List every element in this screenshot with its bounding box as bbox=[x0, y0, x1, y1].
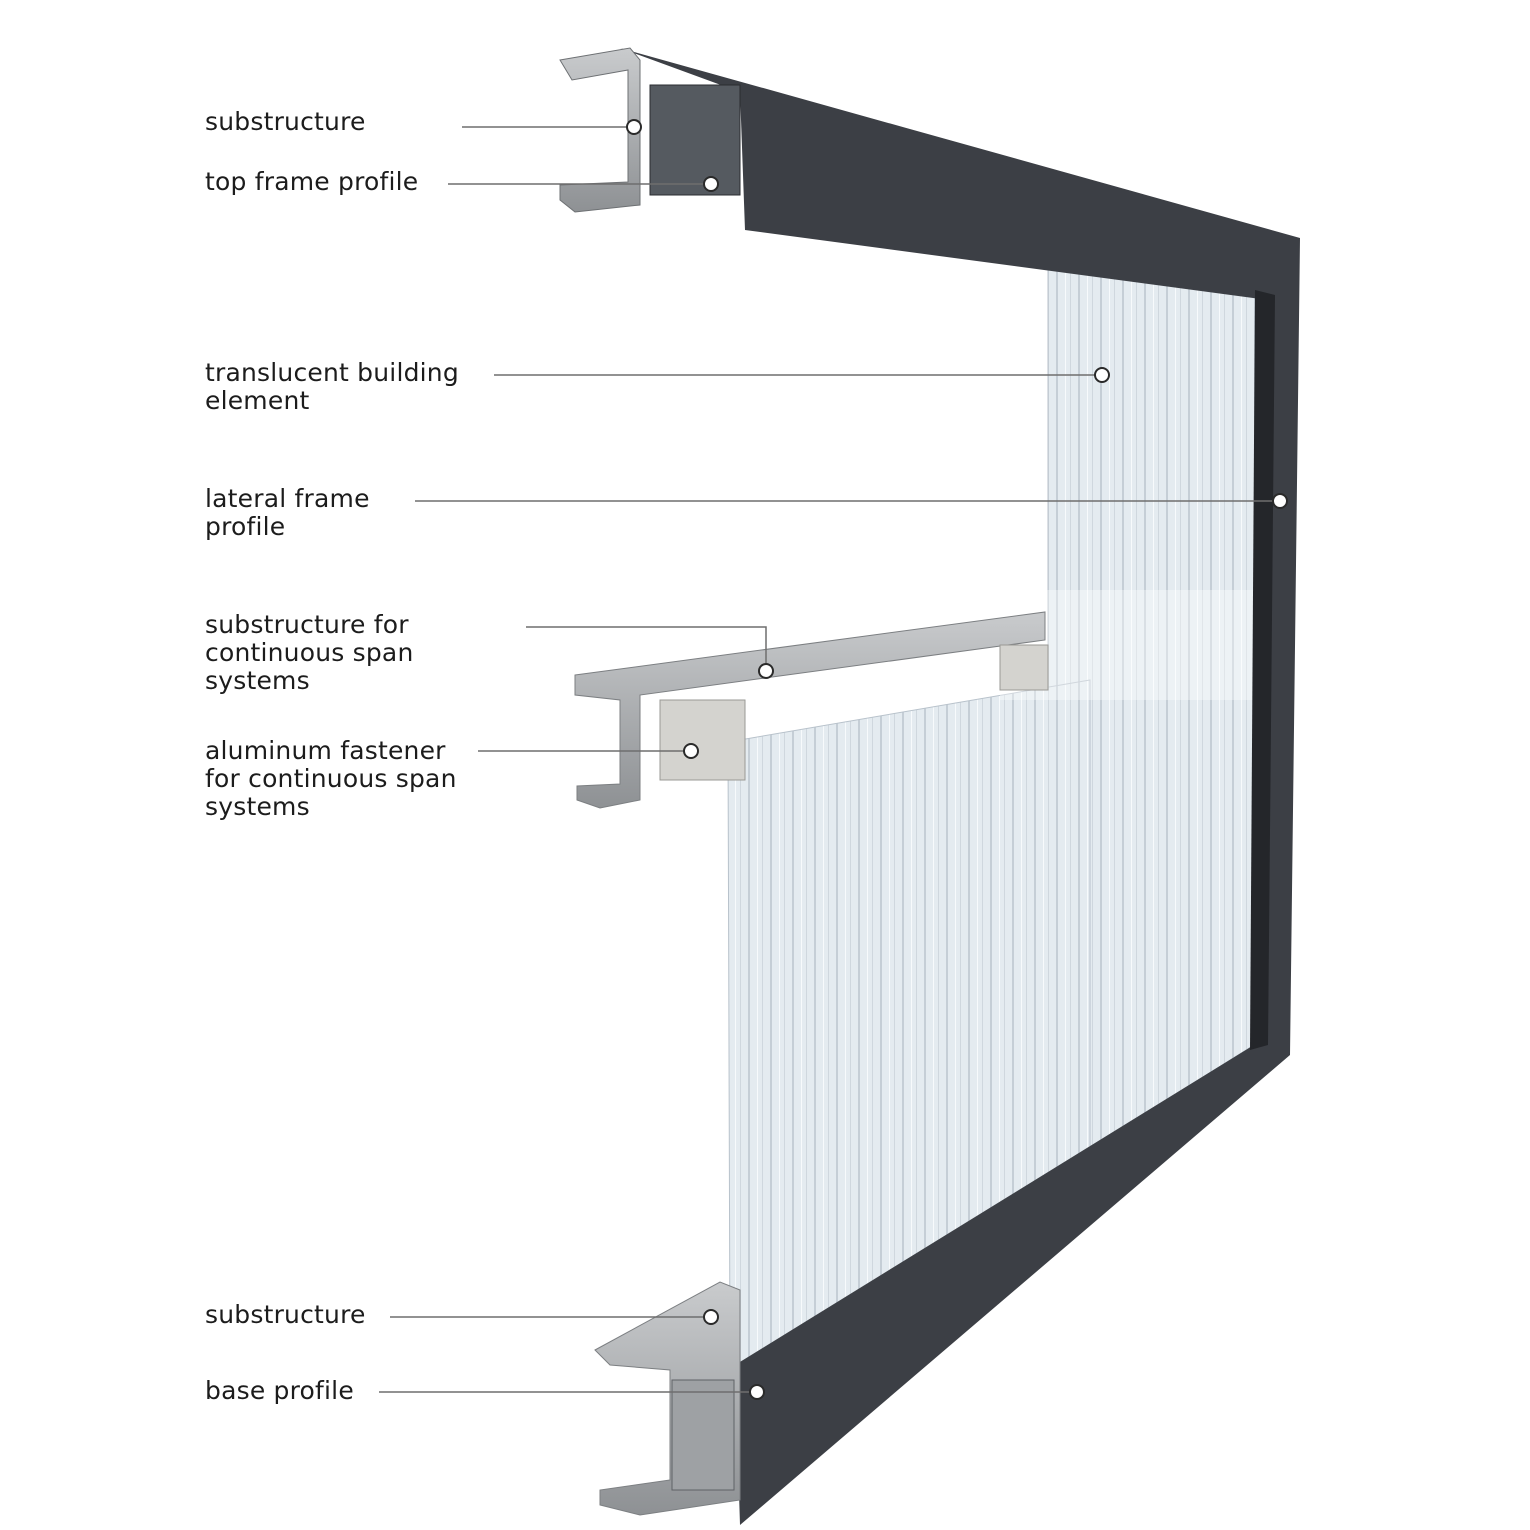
label-substructure-bottom: substructure bbox=[205, 1301, 366, 1329]
label-top-frame-profile: top frame profile bbox=[205, 168, 418, 196]
dark-frame bbox=[620, 48, 1300, 1525]
callout-dot bbox=[758, 663, 774, 679]
label-line: translucent building bbox=[205, 358, 459, 387]
label-base-profile: base profile bbox=[205, 1377, 354, 1405]
callout-dot bbox=[703, 1309, 719, 1325]
label-line: for continuous span bbox=[205, 764, 457, 793]
label-line: base profile bbox=[205, 1376, 354, 1405]
label-line: profile bbox=[205, 512, 286, 541]
label-line: systems bbox=[205, 792, 310, 821]
callout-dot bbox=[626, 119, 642, 135]
label-substructure-continuous-span: substructure for continuous span systems bbox=[205, 611, 414, 695]
label-line: top frame profile bbox=[205, 167, 419, 196]
label-aluminum-fastener: aluminum fastener for continuous span sy… bbox=[205, 737, 457, 821]
label-line: aluminum fastener bbox=[205, 736, 446, 765]
label-translucent-building-element: translucent building element bbox=[205, 359, 459, 415]
label-line: element bbox=[205, 386, 310, 415]
callout-dot bbox=[683, 743, 699, 759]
callout-dot bbox=[703, 176, 719, 192]
label-line: substructure for bbox=[205, 610, 409, 639]
label-line: substructure bbox=[205, 107, 366, 136]
label-lateral-frame-profile: lateral frame profile bbox=[205, 485, 370, 541]
callout-dot bbox=[1094, 367, 1110, 383]
label-line: continuous span bbox=[205, 638, 414, 667]
label-line: lateral frame bbox=[205, 484, 370, 513]
label-line: systems bbox=[205, 666, 310, 695]
label-substructure-top: substructure bbox=[205, 108, 366, 136]
top-substructure-profile bbox=[559, 47, 641, 213]
middle-substructure bbox=[574, 611, 1046, 809]
callout-dot bbox=[1272, 493, 1288, 509]
label-line: substructure bbox=[205, 1300, 366, 1329]
callout-dot bbox=[749, 1384, 765, 1400]
